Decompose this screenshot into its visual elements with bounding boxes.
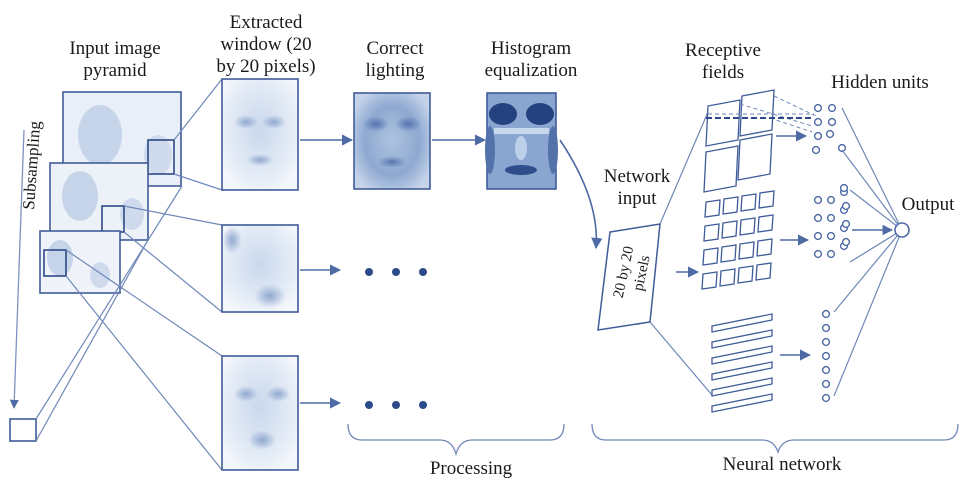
receptive-field-cell [740,193,757,212]
receptive-field-cell [704,199,721,218]
hidden-unit-middle [813,249,823,259]
output-label: Output [901,194,955,215]
receptive-fields-grid [701,190,775,290]
processing-arrows [300,134,603,409]
receptive-fields-quadrants [703,89,775,193]
correct-lighting-label: Correct lighting [365,38,425,81]
hidden-unit-bottom [821,365,831,375]
neural-network-brace [591,423,959,455]
output-unit [894,222,910,238]
receptive-field-cell [701,271,718,290]
extracted-window-3 [221,355,299,471]
hidden-unit-middle [839,183,849,193]
hidden-unit-bottom [821,379,831,389]
hidden-unit-top [813,117,823,127]
receptive-field-cell [702,247,719,266]
network-input-size-line-2: pixels [631,254,654,293]
receptive-field-cell [756,238,773,257]
receptive-field-stripe [711,329,773,349]
receptive-field-cell [721,220,738,239]
hidden-unit-middle [826,195,836,205]
receptive-field-cell [755,262,772,281]
pyramid-window-small [43,249,67,277]
image-pyramid [9,91,182,442]
hidden-unit-top [837,143,847,153]
hidden-unit-middle [813,195,823,205]
hidden-units-label: Hidden units [831,72,929,93]
hidden-units [811,103,851,403]
processing-brace [347,423,565,457]
subsampling-label: Subsampling [19,120,44,210]
receptive-field-cell [703,223,720,242]
input-pyramid-label: Input image pyramid [69,38,161,81]
hidden-unit-middle [826,249,836,259]
receptive-fields-stripes [711,313,773,413]
receptive-field-cell [738,241,755,260]
network-input-box: 20 by 20 pixels [597,223,661,331]
hidden-unit-top [825,129,835,139]
hidden-unit-top [827,103,837,113]
extraction-connectors [35,78,223,471]
hidden-unit-top [811,145,821,155]
hidden-unit-bottom [821,351,831,361]
histogram-equalization-window [485,92,558,190]
receptive-field-stripe [711,361,773,381]
pyramid-window-large [147,139,175,175]
receptive-field-stripe [711,393,773,413]
output-connections [833,107,903,397]
receptive-field-cell [757,214,774,233]
receptive-field-stripe [711,313,773,333]
hidden-unit-arrows [776,130,812,361]
hidden-unit-middle [841,201,851,211]
ellipsis-dots [365,268,427,409]
neural-network-label: Neural network [722,454,842,475]
hidden-unit-middle [826,213,836,223]
network-input-label: Network input [603,166,671,209]
hidden-unit-middle [813,213,823,223]
processing-label: Processing [429,458,513,479]
hidden-unit-middle [841,219,851,229]
receptive-field-stripe [711,345,773,365]
network-fanout-lines [649,111,713,396]
receptive-field-dashes [708,95,817,133]
hidden-unit-middle [841,237,851,247]
hidden-unit-bottom [821,323,831,333]
receptive-field-cell [719,268,736,287]
receptive-field-cell [758,190,775,209]
hidden-unit-top [813,131,823,141]
hidden-unit-top [827,117,837,127]
subsampling-arrow: Subsampling [9,120,44,409]
arrow-to-network [559,139,603,250]
extracted-window-label: Extracted window (20 by 20 pixels) [216,12,316,77]
extracted-windows [221,78,299,471]
histogram-equalization-label: Histogram equalization [484,38,578,81]
hidden-unit-bottom [821,337,831,347]
hidden-unit-bottom [821,309,831,319]
receptive-field-stripe [711,377,773,397]
receptive-field-cell [720,244,737,263]
hidden-unit-bottom [821,393,831,403]
extracted-window-face [221,78,299,191]
receptive-field-cell [737,265,754,284]
correct-lighting-window [353,92,431,190]
pyramid-tiny-window [9,418,37,442]
hidden-unit-top [813,103,823,113]
receptive-field-cell [722,196,739,215]
hidden-unit-middle [813,231,823,241]
receptive-fields-label: Receptive fields [685,40,761,83]
hidden-unit-middle [826,231,836,241]
receptive-field-cell [739,217,756,236]
